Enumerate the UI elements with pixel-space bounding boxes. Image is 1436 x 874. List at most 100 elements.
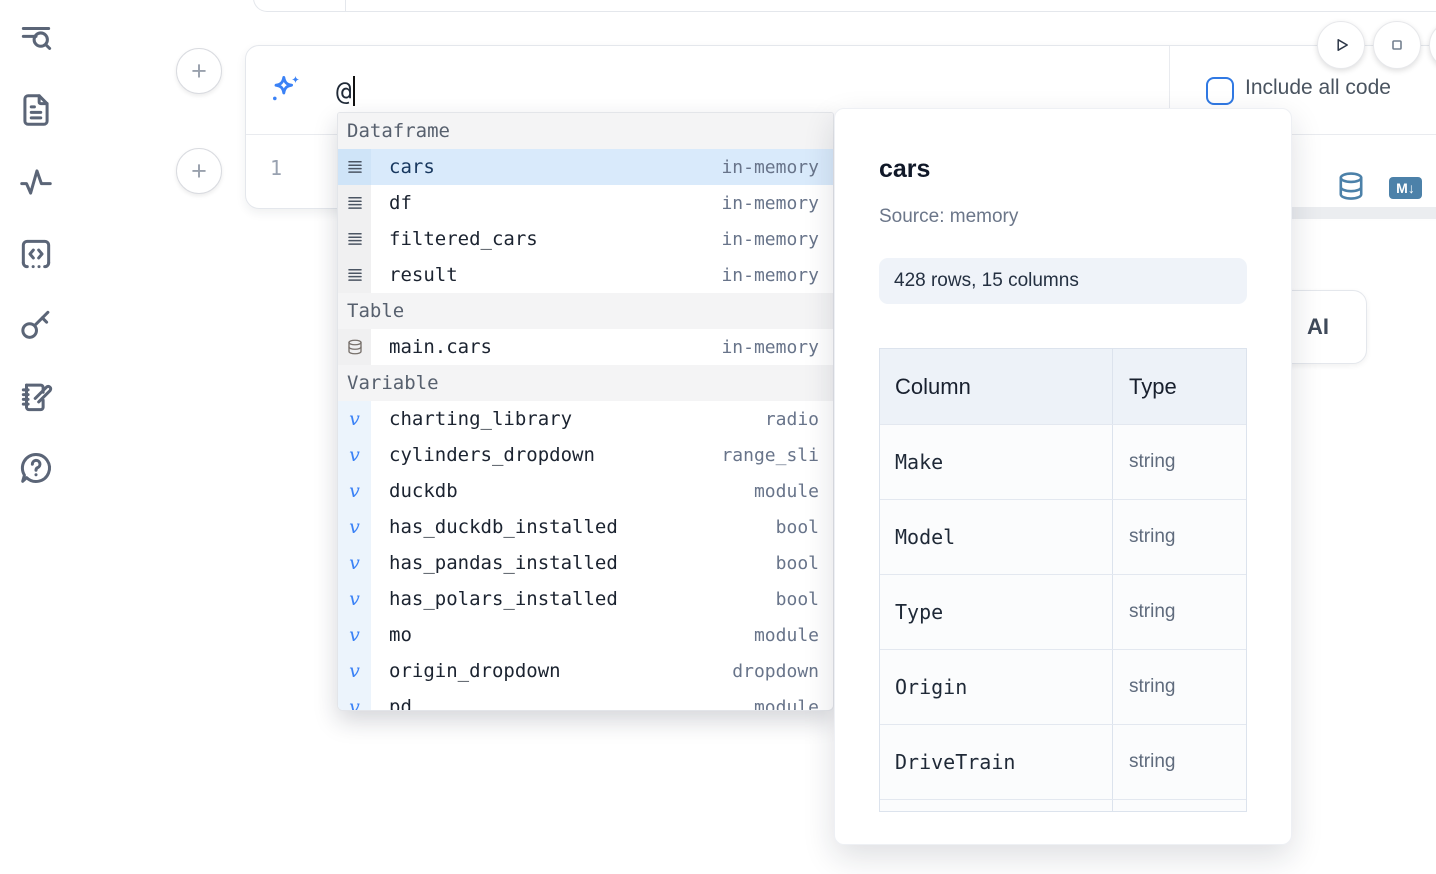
autocomplete-item-has_duckdb_installed[interactable]: v has_duckdb_installed bool [338,509,833,545]
item-name: origin_dropdown [389,660,561,682]
item-name: has_pandas_installed [389,552,618,574]
dataframe-preview-panel: cars Source: memory 428 rows, 15 columns… [834,108,1292,845]
preview-title: cars [879,155,931,183]
previous-cell-remnant [253,0,1436,12]
autocomplete-item-cylinders_dropdown[interactable]: v cylinders_dropdown range_sli [338,437,833,473]
item-type: in-memory [721,156,819,178]
item-kind-gutter [338,257,371,293]
schema-column-type: string [1129,526,1176,547]
item-name: duckdb [389,480,458,502]
convert-to-sql-button[interactable] [1336,171,1366,203]
autocomplete-item-main.cars[interactable]: main.cars in-memory [338,329,833,365]
item-name: has_duckdb_installed [389,516,618,538]
autocomplete-item-charting_library[interactable]: v charting_library radio [338,401,833,437]
database-icon [347,339,362,355]
item-type: radio [764,408,819,430]
schema-header-column: Column [880,349,1113,424]
schema-column-type: string [1129,751,1176,772]
help-icon[interactable] [17,449,55,487]
variable-glyph: v [349,588,360,610]
item-kind-gutter: v [338,689,371,711]
variable-glyph: v [349,480,360,502]
autocomplete-item-cars[interactable]: cars in-memory [338,149,833,185]
autocomplete-popup: Dataframe cars in-memory df in-memory filtere… [337,112,834,711]
sidebar [0,0,72,874]
include-all-code-label: Include all code [1245,76,1391,99]
variable-glyph: v [349,408,360,430]
rows-icon [347,197,362,209]
code-cell-icon[interactable] [17,235,55,273]
item-name: charting_library [389,408,573,430]
item-name: df [389,192,412,214]
preview-shape-badge: 428 rows, 15 columns [879,258,1247,304]
item-kind-gutter: v [338,473,371,509]
ai-input-divider [1169,46,1170,134]
schema-column-type: string [1129,601,1176,622]
activity-icon[interactable] [17,163,55,201]
ai-prompt-input[interactable]: @ [336,76,356,107]
key-icon[interactable] [17,306,55,344]
ai-prompt-value: @ [336,77,352,107]
item-type: in-memory [721,264,819,286]
scratchpad-icon[interactable] [17,378,55,416]
line-number: 1 [270,156,283,180]
schema-column-name: DriveTrain [895,750,1016,774]
item-type: in-memory [721,336,819,358]
item-kind-gutter [338,149,371,185]
item-type: bool [775,588,819,610]
item-name: mo [389,624,412,646]
item-type: bool [775,516,819,538]
item-type: in-memory [721,192,819,214]
autocomplete-item-has_polars_installed[interactable]: v has_polars_installed bool [338,581,833,617]
add-cell-button-bottom[interactable]: + [176,148,222,194]
schema-column-name: Type [895,600,944,624]
item-kind-gutter: v [338,437,371,473]
item-kind-gutter: v [338,509,371,545]
rows-icon [347,269,362,281]
variable-glyph: v [349,444,360,466]
item-type: range_sli [721,444,819,466]
variable-glyph: v [349,552,360,574]
schema-row: DriveTrain string [880,724,1246,799]
schema-column-name: Make [895,450,944,474]
autocomplete-section-header: Dataframe [338,113,833,149]
item-kind-gutter: v [338,545,371,581]
autocomplete-section-header: Table [338,293,833,329]
play-icon [1337,39,1348,51]
list-search-icon[interactable] [17,19,55,57]
add-cell-button-top[interactable]: + [176,48,222,94]
item-kind-gutter: v [338,653,371,689]
variable-glyph: v [349,660,360,682]
item-kind-gutter [338,185,371,221]
schema-column-name: Model [895,525,956,549]
schema-column-type: string [1129,676,1176,697]
autocomplete-item-df[interactable]: df in-memory [338,185,833,221]
item-name: cars [389,156,435,178]
run-cell-button[interactable] [1317,21,1365,69]
document-icon[interactable] [17,91,55,129]
item-type: module [753,696,819,711]
rows-icon [347,233,362,245]
item-kind-gutter: v [338,617,371,653]
item-name: cylinders_dropdown [389,444,595,466]
rows-icon [347,161,362,173]
item-name: has_polars_installed [389,588,618,610]
include-all-code-checkbox[interactable] [1206,77,1234,105]
schema-row [880,799,1246,811]
item-name: main.cars [389,336,492,358]
text-cursor [352,76,356,106]
variable-glyph: v [349,696,360,711]
stop-button[interactable] [1373,21,1421,69]
convert-to-markdown-button[interactable]: M↓ [1389,177,1422,199]
